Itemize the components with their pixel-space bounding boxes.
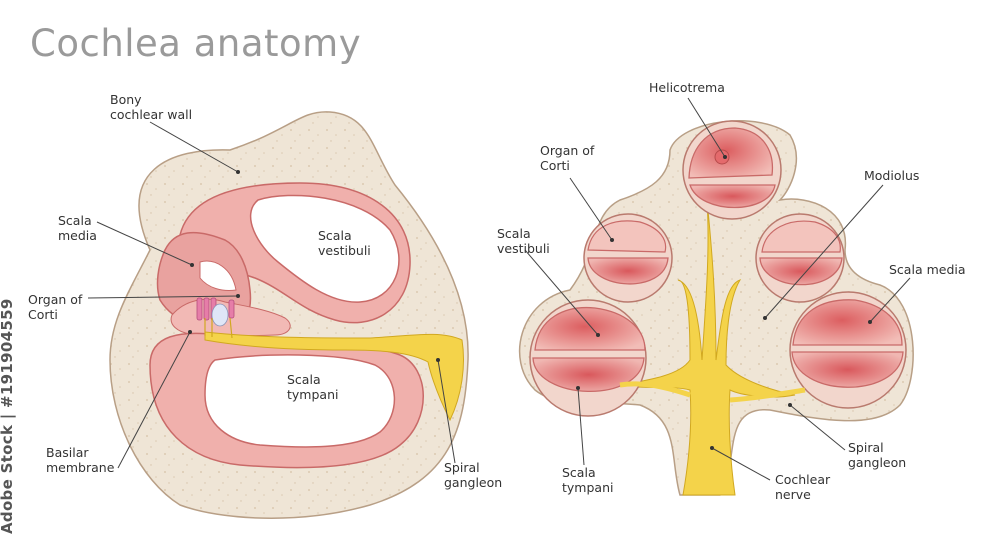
- label-scala-vestibuli-right: Scala vestibuli: [497, 226, 550, 256]
- label-scala-media-left: Scala media: [58, 213, 97, 243]
- cochlear-turn-lower-left: [530, 300, 646, 416]
- label-scala-vestibuli-left: Scala vestibuli: [318, 228, 371, 258]
- label-helicotrema: Helicotrema: [649, 80, 725, 95]
- label-spiral-gangleon-right: Spiral gangleon: [848, 440, 906, 470]
- label-cochlear-nerve: Cochlear nerve: [775, 472, 830, 502]
- label-scala-tympani-right: Scala tympani: [562, 465, 613, 495]
- right-spiral-section: [520, 121, 914, 495]
- label-bony-cochlear-wall: Bony cochlear wall: [110, 92, 192, 122]
- label-scala-tympani-left: Scala tympani: [287, 372, 338, 402]
- left-cross-section: [110, 112, 468, 518]
- label-organ-of-corti-left: Organ of Corti: [28, 292, 82, 322]
- cochlear-turn-upper-right: [756, 214, 844, 302]
- page-title: Cochlea anatomy: [30, 22, 361, 65]
- cochlear-turn-top: [683, 121, 781, 219]
- label-modiolus: Modiolus: [864, 168, 919, 183]
- cochlear-turn-upper-left: [584, 214, 672, 302]
- label-spiral-gangleon-left: Spiral gangleon: [444, 460, 502, 490]
- label-scala-media-right: Scala media: [889, 262, 966, 277]
- label-basilar-membrane: Basilar membrane: [46, 445, 114, 475]
- stock-watermark: Adobe Stock | #191904559: [0, 298, 16, 534]
- cochlear-turn-lower-right: [790, 292, 906, 408]
- label-organ-of-corti-right: Organ of Corti: [540, 143, 594, 173]
